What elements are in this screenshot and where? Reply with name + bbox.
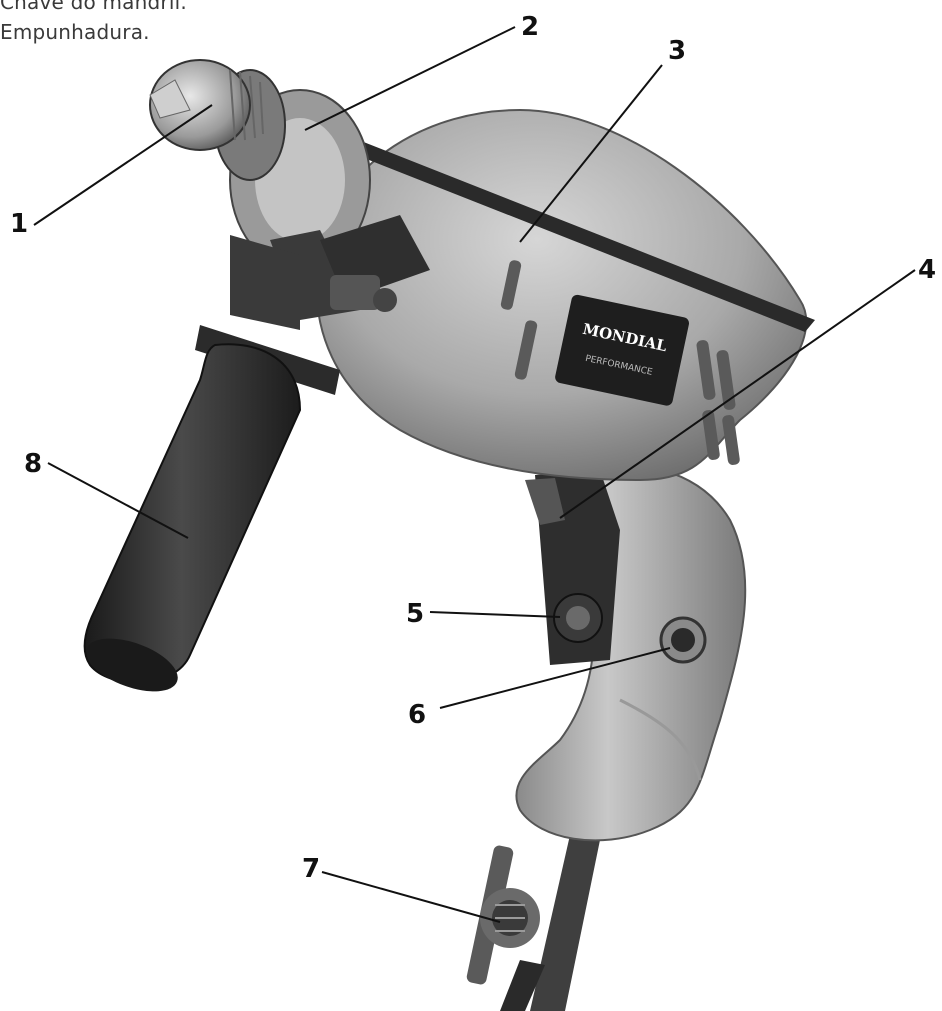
caption-line-1: Chave do mandril. (0, 0, 187, 14)
callout-label-6: 6 (408, 700, 427, 730)
caption-line-2: Empunhadura. (0, 20, 150, 44)
callout-label-5: 5 (406, 599, 425, 629)
chuck-key-part (466, 835, 600, 1011)
callout-label-3: 3 (668, 36, 687, 66)
side-handle-part (83, 235, 340, 692)
callout-label-2: 2 (521, 12, 540, 42)
motor-housing: MONDIAL PERFORMANCE (288, 108, 815, 482)
callout-label-7: 7 (302, 854, 321, 884)
callout-label-1: 1 (10, 209, 29, 239)
callout-label-4: 4 (918, 255, 937, 285)
chuck (149, 59, 286, 181)
callout-lines (33, 26, 916, 923)
callout-label-8: 8 (24, 449, 43, 479)
